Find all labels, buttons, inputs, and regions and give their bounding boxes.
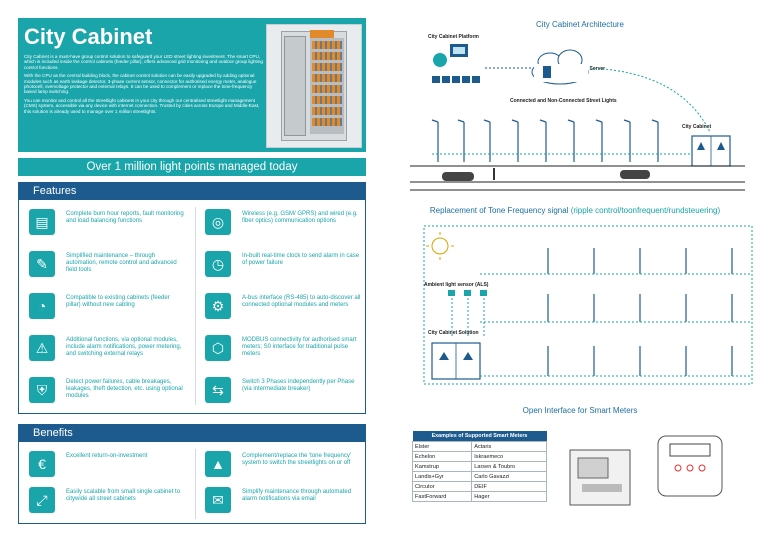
phases-icon: ⇆ [205,377,231,403]
modules-paragraph: With the CPU as the central building blo… [24,73,257,95]
hero-text: City Cabinet City Cabinet is a must-have… [24,24,264,117]
car-icon [442,170,650,181]
tone-street-lights [547,248,733,376]
tone-diagram: Ambient light sensor (ALS) City Cabinet … [420,218,755,390]
network-icon: ⚙ [205,293,231,319]
tools-icon: ✎ [29,251,55,277]
report-icon: ▤ [29,209,55,235]
modbus-icon: ⬡ [205,335,231,361]
cloud-icon [531,49,589,85]
table-cell: Landis+Gyr [411,471,473,482]
cabinet-body-image [281,30,347,141]
item-text: Additional functions, via optional modul… [66,337,182,357]
architecture-title: City Cabinet Architecture [535,20,625,29]
item-text: In-built real-time clock to send alarm i… [242,253,360,266]
cabinet-door-image [284,36,306,136]
item-text: Compatible to existing cabinets (feeder … [66,295,170,308]
cabinet-interior-image [310,38,344,134]
smart-meter-device-1 [569,449,631,506]
compatible-icon: ◔ [29,293,55,319]
architecture-drawing [410,44,745,191]
item-text: Complement/replace the 'tone frequency' … [242,453,352,466]
scale-icon: ⤢ [29,487,55,513]
tone-title-sub: (ripple control/toonfrequent/rundsteueri… [570,206,721,215]
sun-icon [426,232,454,260]
table-header: Examples of Supported Smart Meters [412,431,547,442]
cms-paragraph: You can monitor and control all the stre… [24,97,260,114]
item-text: Excellent return-on-investment [66,453,148,459]
email-icon: ✉ [205,487,231,513]
page-title: City Cabinet [24,24,153,49]
cabinet-cpu-image [310,30,334,40]
cabinet-photo [266,24,362,148]
intro-paragraph: City Cabinet is a must-have group contro… [24,54,263,70]
benefits-heading: Benefits [19,425,365,442]
features-section: Features ▤ Complete burn hour reports, fa… [18,182,366,414]
tone-icon: ▲ [205,451,231,477]
clock-icon: ◷ [205,251,231,277]
features-heading: Features [19,183,365,200]
item-text: Easily scalable from small single cabine… [66,489,181,502]
devices-icon [432,44,480,83]
architecture-diagram: City Cabinet Platform Cloud Server Conne… [410,32,755,202]
benefits-section: Benefits € Excellent return-on-investment… [18,424,366,524]
euro-icon: € [29,451,55,477]
alarm-icon: ⚠ [29,335,55,361]
item-text: Simplified maintenance – through automat… [66,253,177,273]
item-text: Complete burn hour reports, fault monito… [66,211,184,224]
item-text: A-bus interface (RS-485) to auto-discove… [242,295,361,308]
light-points-banner: Over 1 million light points managed toda… [18,158,366,176]
city-cabinet-icon [691,135,731,167]
solution-label: City Cabinet Solution [428,330,479,336]
table-cell: Iskraemeco [471,451,547,462]
cabinet-label: City Cabinet [682,124,712,130]
table-cell: Elster [411,441,473,452]
table-cell: FastForward [411,491,473,502]
table-cell: Carlo Gavazzi [471,471,547,482]
item-text: Detect power failures, cable breakages, … [66,379,183,399]
hero-panel: City Cabinet City Cabinet is a must-have… [18,18,366,152]
sensor-icons [448,290,487,296]
smart-meter-device-2 [657,435,723,497]
table-cell: DEIF [471,481,547,492]
item-text: MODBUS connectivity for authorised smart… [242,337,357,357]
tone-title: Replacement of Tone Frequency signal (ri… [410,206,740,215]
table-cell: Kamstrup [411,461,473,472]
table-cell: Echelon [411,451,473,462]
tone-title-main: Replacement of Tone Frequency signal [429,206,569,215]
item-text: Wireless (e.g. GSM/ GPRS) and wired (e.g… [242,211,358,224]
lights-label: Connected and Non-Connected Street Light… [510,98,617,104]
tone-cabinet-icon [431,342,481,380]
als-label: Ambient light sensor (ALS) [424,282,489,288]
table-cell: Hager [471,491,547,502]
item-text: Simplify maintenance through automated a… [242,489,352,502]
street-lights [431,119,659,162]
platform-label: City Cabinet Platform [428,34,479,40]
cloud-label: Cloud Server [574,66,606,72]
smart-meters-table: Examples of Supported Smart Meters Elste… [411,431,547,502]
meters-title: Open Interface for Smart Meters [522,406,638,415]
item-text: Switch 3 Phases independently per Phase … [242,379,355,392]
wireless-icon: ◎ [205,209,231,235]
shield-icon: ⛨ [29,377,55,403]
table-cell: Larsen & Toubro [471,461,547,472]
table-cell: Circutor [411,481,473,492]
table-cell: Actaris [471,441,547,452]
tone-drawing [423,225,753,385]
